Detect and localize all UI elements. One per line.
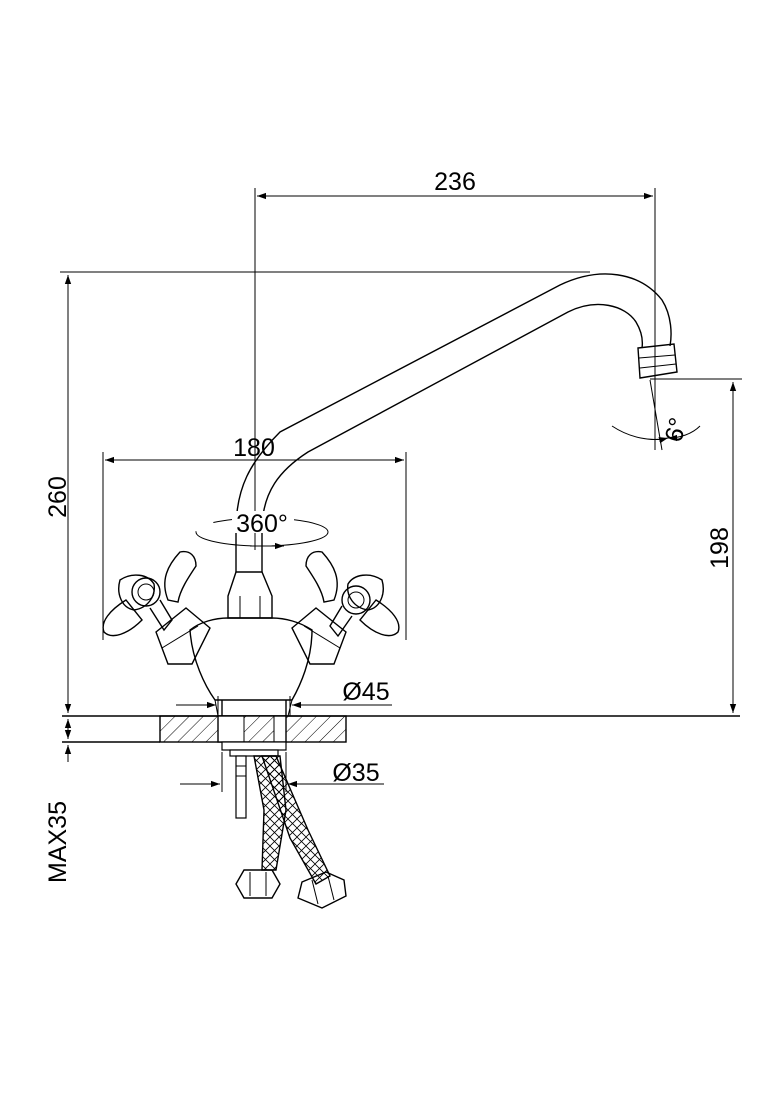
spout-tilt-6deg: 6°: [611, 379, 701, 451]
rotation-360: 360°: [195, 510, 329, 550]
right-cross-handle: [305, 550, 400, 638]
mounting-and-hoses: [221, 741, 347, 909]
left-cross-handle: [102, 550, 197, 637]
total-height-label: 260: [44, 476, 72, 518]
dimension-198: 198: [650, 378, 742, 713]
spout-height-label: 198: [706, 527, 734, 569]
dimension-260: 260: [44, 271, 590, 713]
dimension-diameter-35: Ø35: [180, 752, 384, 792]
spout-tilt-label: 6°: [660, 415, 693, 445]
dimension-diameter-45: Ø45: [176, 678, 392, 716]
handle-span-label: 180: [233, 434, 275, 462]
max-thickness-label: MAX35: [44, 801, 72, 883]
hole-diameter-label: Ø35: [332, 759, 379, 787]
faucet-body: [155, 571, 347, 717]
spout: [235, 273, 678, 572]
counter-top: [62, 715, 740, 743]
dimension-180: 180: [102, 434, 407, 640]
rotation-label: 360°: [236, 510, 288, 538]
base-diameter-label: Ø45: [342, 678, 389, 706]
dimension-max35: MAX35: [44, 719, 72, 883]
spout-reach-label: 236: [434, 168, 476, 196]
dimension-236: 236: [254, 168, 656, 550]
